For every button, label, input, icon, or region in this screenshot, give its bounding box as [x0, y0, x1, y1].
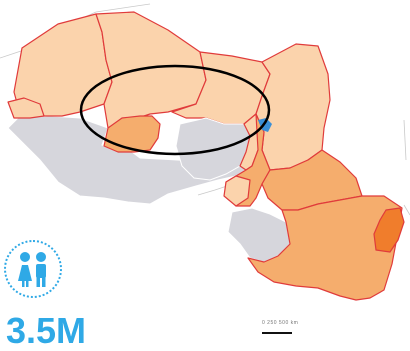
children-badge: [4, 240, 62, 298]
country-senegal: [7, 97, 45, 119]
scale-bar: 0 250 500 km: [262, 320, 348, 338]
children-count-value: 3.5M: [6, 310, 87, 351]
country-burkina-faso: [103, 115, 161, 153]
country-dr-congo: [247, 195, 403, 301]
highlight-ellipse: [79, 64, 271, 156]
country-chad: [255, 43, 331, 171]
region-east-drc: [373, 207, 405, 253]
scale-bar-labels: 0 250 500 km: [262, 320, 299, 326]
children-icon: [18, 252, 46, 287]
region-cameroon-south: [223, 175, 251, 207]
scale-bar-line: [262, 332, 292, 334]
